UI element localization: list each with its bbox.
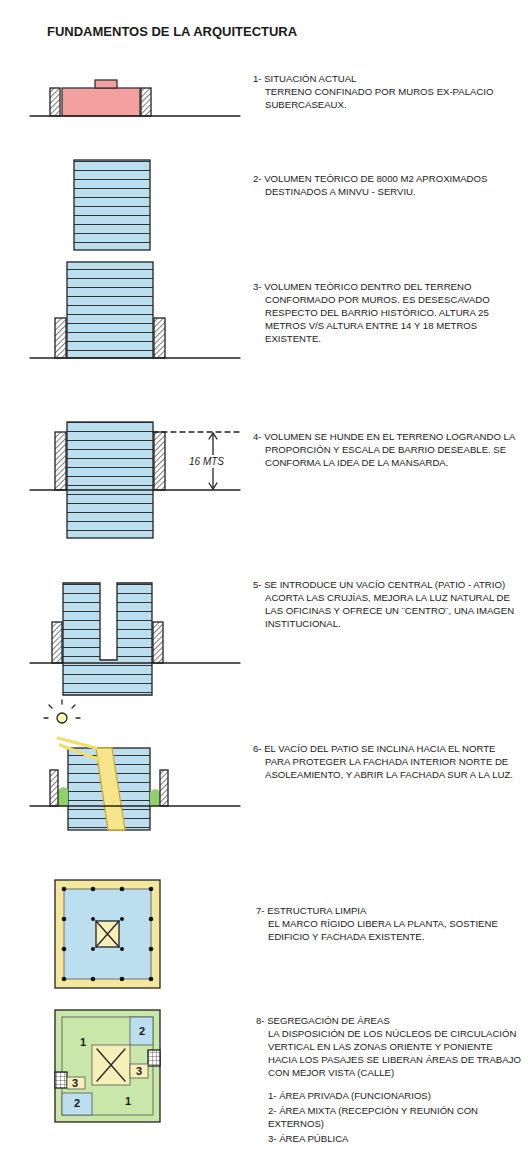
dimension-label: 16 MTS [188, 455, 225, 468]
callout-number: 3 [72, 1077, 78, 1089]
step-heading: 1- SITUACIÓN ACTUAL [253, 72, 521, 85]
step-note: 3- VOLUMEN TEÓRICO DENTRO DEL TERRENO CO… [253, 280, 521, 345]
callout-number: 3 [136, 1065, 142, 1077]
legend-note: 2- ÁREA MIXTA (RECEPCIÓN Y REUNIÓN CON E… [256, 1104, 521, 1130]
step-note: 2- VOLUMEN TEÓRICO DE 8000 M2 APROXIMADO… [253, 172, 521, 198]
step-note: 6- EL VACÍO DEL PATIO SE INCLINA HACIA E… [253, 742, 521, 781]
step-heading: 7- ESTRUCTURA LIMPIA [256, 904, 521, 917]
callout-number: 1 [80, 1036, 86, 1048]
legend-note: 3- ÁREA PÚBLICA [256, 1132, 521, 1145]
step-note: TERRENO CONFINADO POR MUROS EX-PALACIO S… [253, 85, 521, 111]
legend-note: 1- ÁREA PRIVADA (FUNCIONARIOS) [256, 1089, 521, 1102]
step-note: 4- VOLUMEN SE HUNDE EN EL TERRENO LOGRAN… [253, 430, 521, 469]
step-note: LA DISPOSICIÓN DE LOS NÚCLEOS DE CIRCULA… [256, 1027, 521, 1079]
step-heading: 8- SEGREGACIÓN DE ÁREAS [256, 1014, 521, 1027]
callout-number: 1 [125, 1095, 131, 1107]
callout-number: 2 [74, 1097, 80, 1109]
step-note: 5- SE INTRODUCE UN VACÍO CENTRAL (PATIO … [253, 578, 521, 630]
diagram-title: FUNDAMENTOS DE LA ARQUITECTURA [47, 24, 297, 40]
step-note: EL MARCO RÍGIDO LIBERA LA PLANTA, SOSTIE… [256, 917, 521, 943]
callout-number: 2 [139, 1025, 145, 1037]
